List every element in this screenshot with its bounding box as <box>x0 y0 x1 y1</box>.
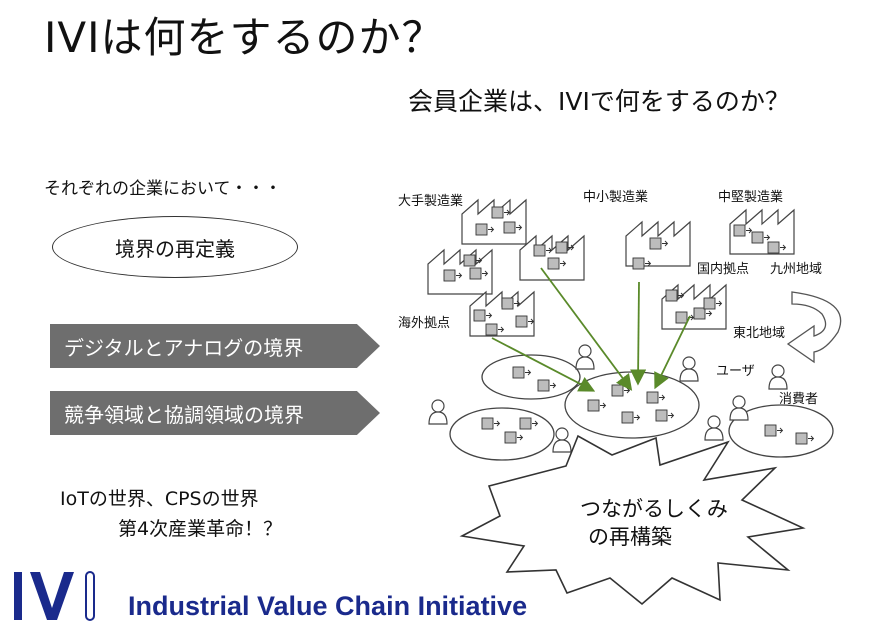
burst-shape <box>459 434 806 606</box>
factory-overseas <box>469 291 535 337</box>
factory-domestic <box>661 284 727 330</box>
label-tohoku-region: 東北地域 <box>733 325 785 341</box>
label-overseas-base: 海外拠点 <box>398 316 450 331</box>
factory-large-top <box>461 199 527 245</box>
curved-arrow <box>786 291 842 364</box>
label-user: ユーザ <box>716 364 755 379</box>
arrow-label-1: デジタルとアナログの境界 <box>64 335 304 360</box>
cluster-left-top <box>481 354 581 400</box>
factory-small <box>625 221 691 270</box>
label-domestic-base: 国内拠点 <box>697 261 749 277</box>
factory-large-middle <box>519 235 585 281</box>
digital-analog-arrow: デジタルとアナログの境界 <box>50 324 380 368</box>
burst-line-2: の再構築 <box>588 525 672 549</box>
label-mid-manufacturer: 中堅製造業 <box>718 189 783 205</box>
factory-mid <box>729 209 795 255</box>
label-small-manufacturer: 中小製造業 <box>583 189 648 205</box>
page-title: IVIは何をするのか？ <box>44 13 445 62</box>
page-subtitle: 会員企業は、IVIで何をするのか？ <box>408 87 790 116</box>
compete-cooperate-arrow: 競争領域と協調領域の境界 <box>50 391 380 435</box>
redefine-boundary-oval: 境界の再定義 <box>52 216 298 278</box>
ivi-logo: Industrial Value Chain Initiative <box>12 568 527 624</box>
cluster-left-bottom <box>449 407 555 461</box>
connection-arrows <box>491 267 691 392</box>
label-kyushu-region: 九州地域 <box>770 262 822 277</box>
burst-line-1: つながるしくみ <box>580 497 728 521</box>
arrow-label-2: 競争領域と協調領域の境界 <box>64 402 304 427</box>
iot-text: IoTの世界、CPSの世界 第4次産業革命！？ <box>60 484 282 544</box>
iot-line-1: IoTの世界、CPSの世界 <box>60 488 259 510</box>
cluster-center <box>564 371 700 439</box>
org-name: Industrial Value Chain Initiative <box>128 591 528 621</box>
oval-label: 境界の再定義 <box>115 236 235 261</box>
iot-line-2: 第4次産業革命！？ <box>118 518 283 540</box>
factory-large-left <box>427 249 493 295</box>
intro-text: それぞれの企業において・・・ <box>44 179 282 199</box>
label-consumer: 消費者 <box>779 392 818 407</box>
logo-ivi-icon <box>14 571 95 621</box>
label-large-manufacturer: 大手製造業 <box>398 193 463 209</box>
logo-mark <box>12 568 98 624</box>
